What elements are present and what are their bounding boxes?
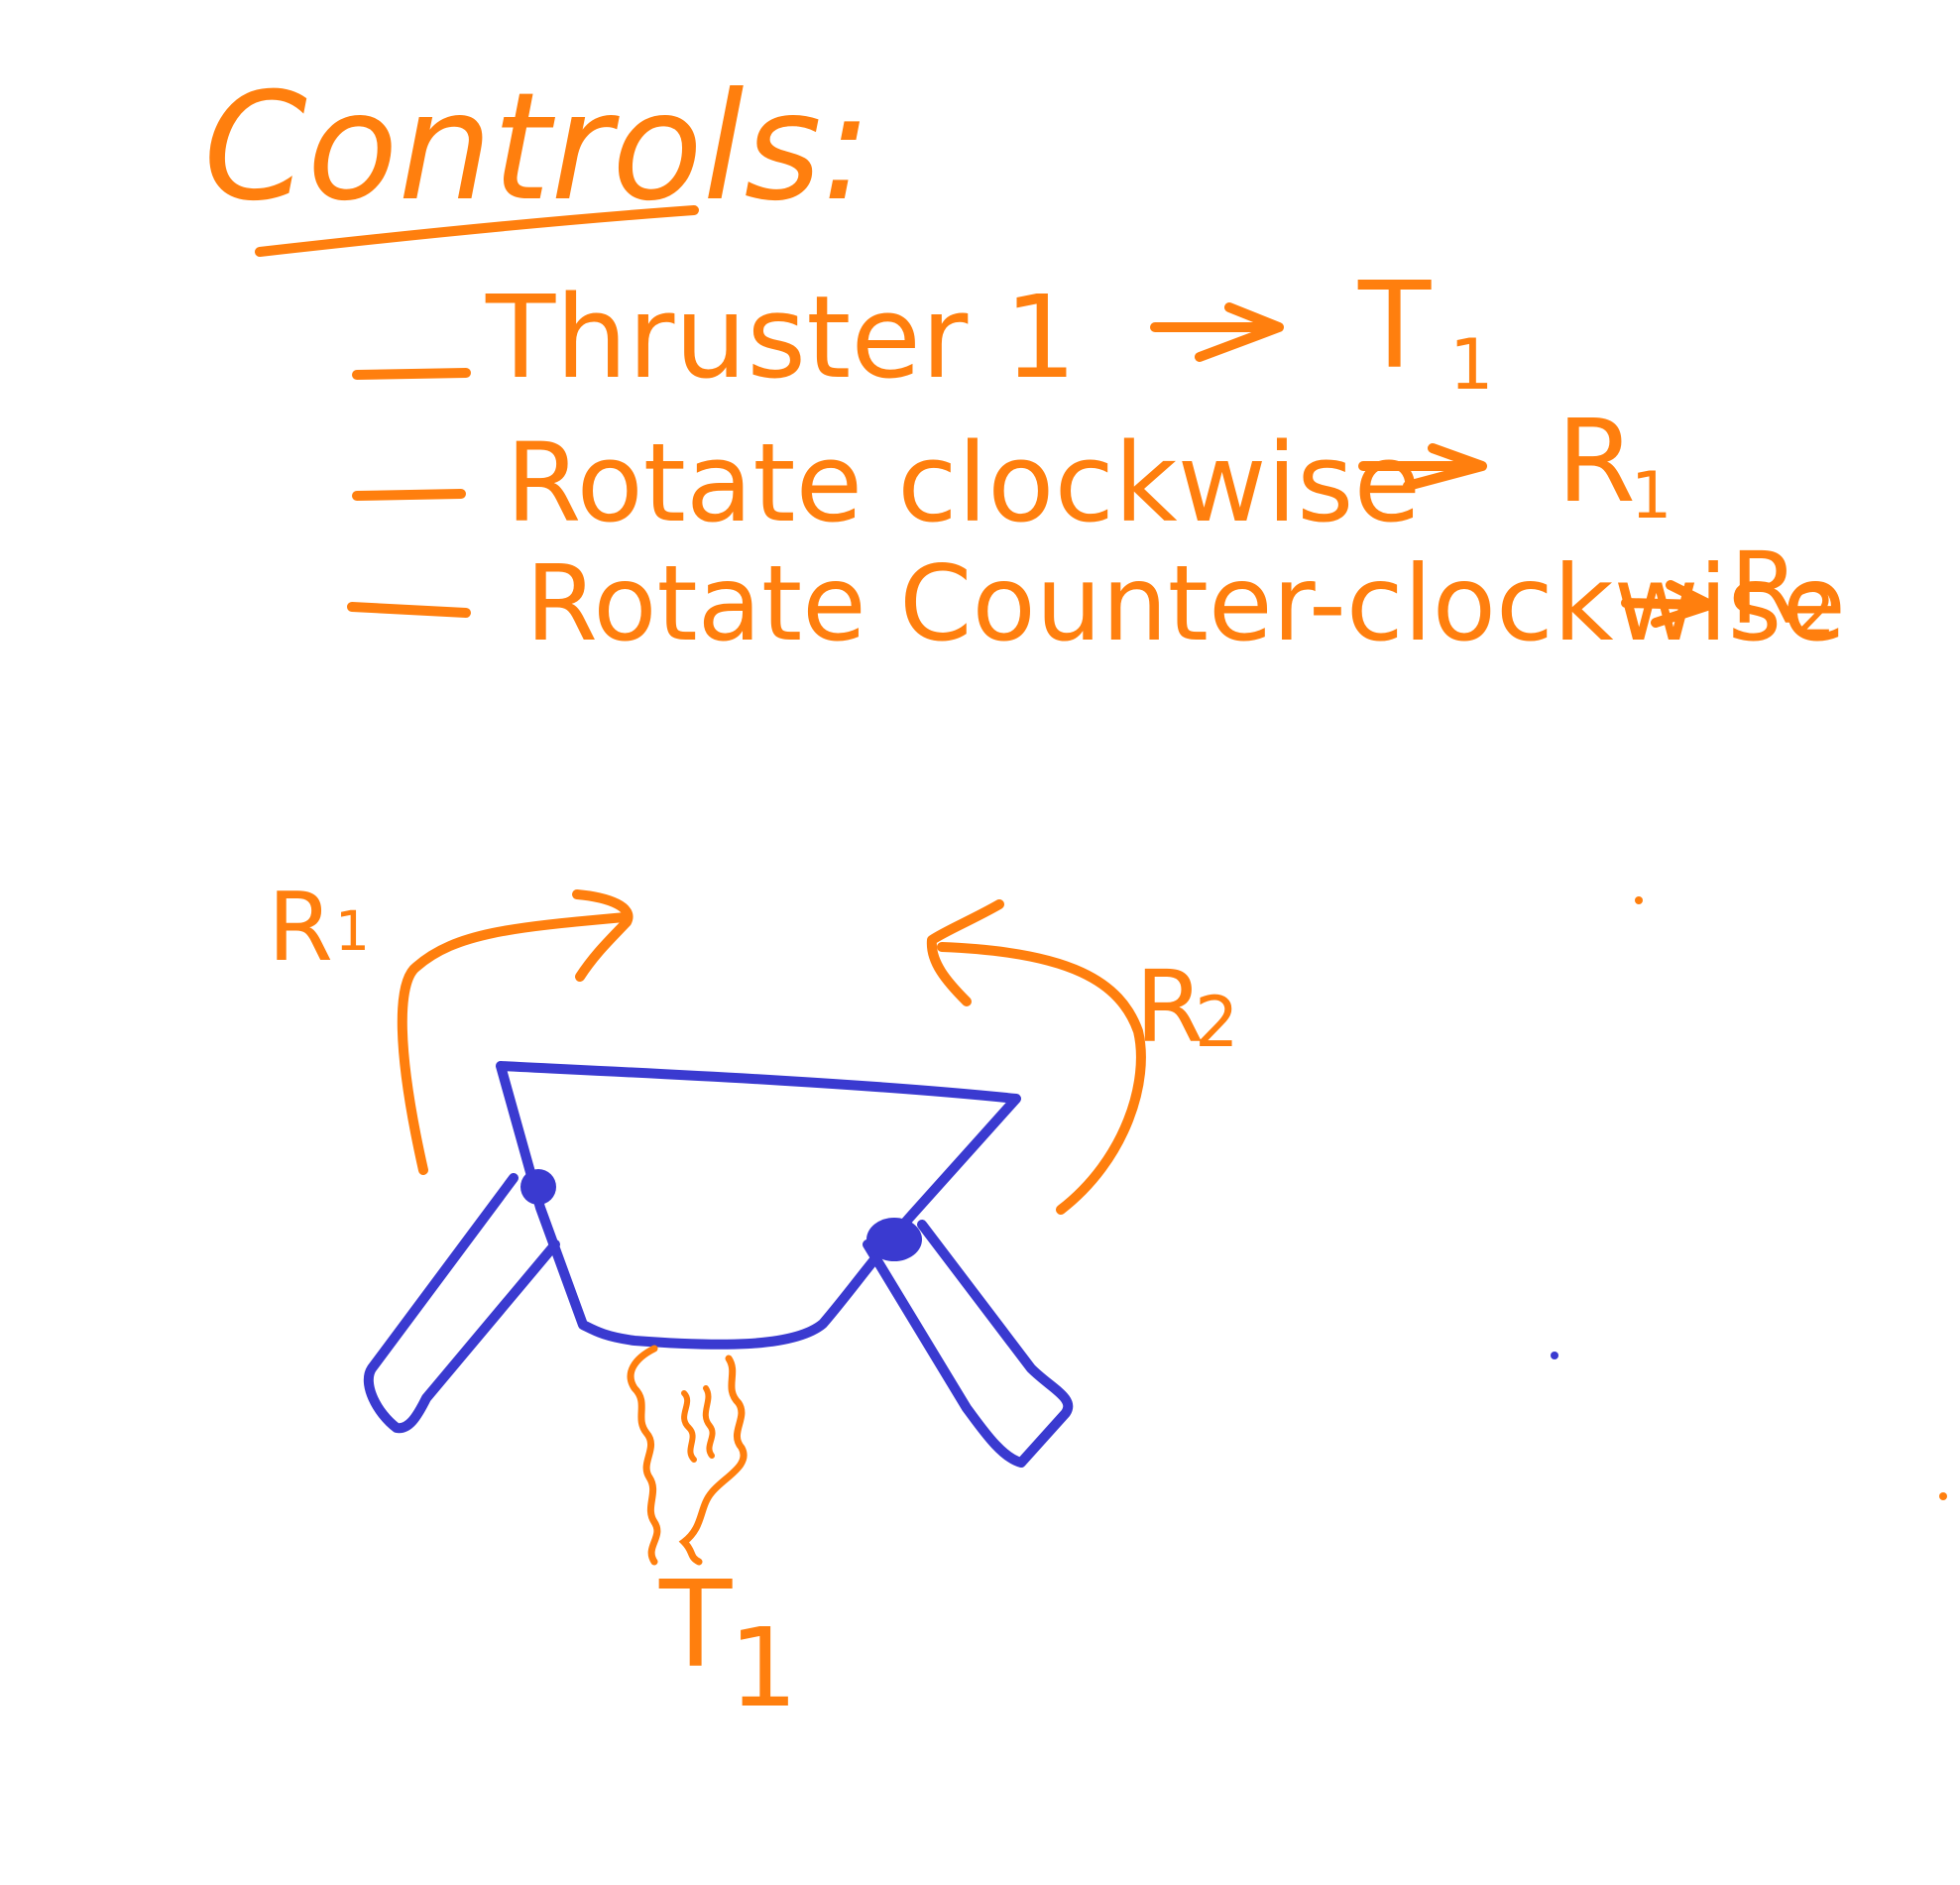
right-wing-joint [866,1218,922,1261]
control-action-label: Thruster 1 [485,272,1077,405]
bullet-dash [352,489,466,501]
heading-underline [255,205,699,257]
heading-text: Controls: [203,61,871,234]
curved-arrow-icon [397,912,630,1175]
bullet-dash [352,368,471,380]
arrow-right-icon [1358,443,1487,491]
stray-dot [1939,1492,1947,1500]
label-t1-letter: T [658,1557,733,1695]
bullet-dash [347,602,471,618]
flame-icon [627,1345,661,1566]
thruster-flame: T 1 [627,1345,798,1731]
control-row-thruster: Thruster 1 T 1 [352,258,1494,406]
control-row-rotate-ccw: Rotate Counter-clockwise R 2 [347,530,1846,664]
label-r2-letter: R [1135,949,1204,1065]
control-action-label: Rotate clockwise [506,419,1421,546]
curved-arrow-icon [937,942,1146,1215]
arrow-right-icon [1621,580,1715,628]
flame-icon [678,1355,748,1566]
control-key-letter: R [1556,396,1636,529]
ship-body [363,1061,1074,1468]
stray-dot [1635,896,1643,904]
right-wing [863,1220,1074,1468]
control-key-letter: T [1357,258,1432,396]
ship-diagram: R 1 R 2 T 1 [268,874,1947,1731]
flame-icon [681,1390,697,1463]
rotate-clockwise-arrow: R 1 [268,874,634,1175]
label-r2-subscript: 2 [1195,982,1239,1063]
ship-hull [496,1061,1021,1350]
control-key-subscript: 1 [1449,324,1494,406]
left-wing-joint [520,1169,556,1205]
control-key-subscript: 1 [1631,459,1672,533]
label-t1-subscript: 1 [729,1604,798,1731]
flame-icon [702,1385,716,1459]
control-row-rotate-cw: Rotate clockwise R 1 [352,396,1672,546]
arrowhead-icon [572,889,634,982]
arrowhead-icon [926,899,1004,1006]
rotate-counterclockwise-arrow: R 2 [926,899,1239,1215]
controls-list: Thruster 1 T 1 Rotate clockwise R 1 Rota… [347,258,1846,664]
label-r1-subscript: 1 [335,899,370,963]
arrow-right-icon [1150,302,1284,362]
stray-dot [1551,1352,1558,1359]
label-r1-letter: R [268,874,333,983]
control-key-letter: R [1730,530,1798,647]
controls-heading: Controls: [203,61,871,257]
control-key-subscript: 2 [1794,576,1835,650]
left-wing [363,1173,560,1434]
